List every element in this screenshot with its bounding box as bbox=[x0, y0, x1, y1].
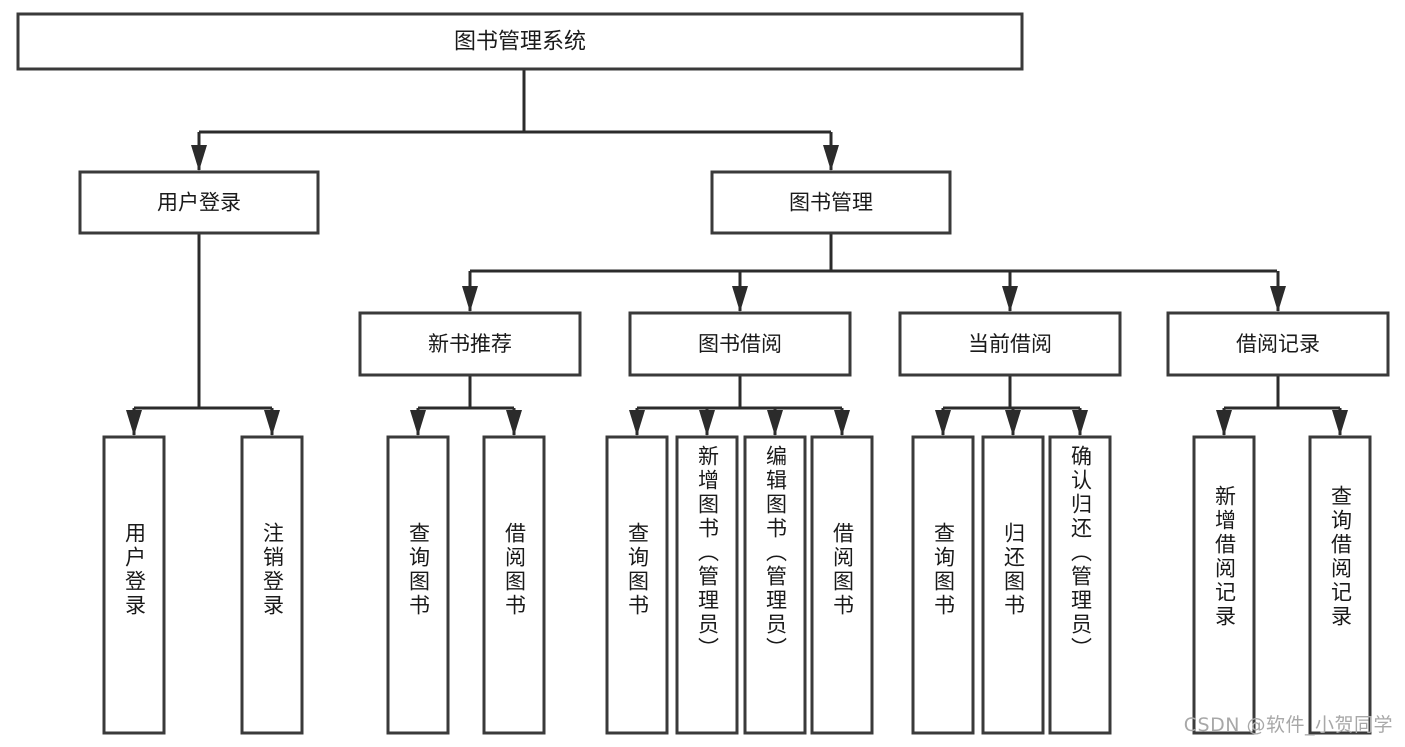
node-box-leaf-return-book bbox=[981, 435, 1045, 735]
node-leaf-query-book-2[interactable] bbox=[605, 435, 669, 735]
node-borrow-record[interactable]: 借阅记录 bbox=[1166, 311, 1390, 377]
node-leaf-query-book-1[interactable] bbox=[386, 435, 450, 735]
arrow-head-icon-leaf-borrow-book-2 bbox=[834, 410, 850, 436]
arrow-head-icon-leaf-query-book-3 bbox=[935, 410, 951, 436]
node-label-book-manage: 图书管理 bbox=[789, 191, 873, 215]
arrow-head-icon-leaf-borrow-book-1 bbox=[506, 410, 522, 436]
watermark: CSDN @软件_小贺同学 bbox=[1183, 714, 1393, 736]
node-leaf-return-book[interactable] bbox=[981, 435, 1045, 735]
node-leaf-confirm-return[interactable] bbox=[1048, 435, 1112, 735]
node-box-book-manage bbox=[710, 170, 952, 235]
node-user-login[interactable]: 用户登录 bbox=[78, 170, 320, 235]
node-new-book-rec[interactable]: 新书推荐 bbox=[358, 311, 582, 377]
node-box-leaf-confirm-return bbox=[1048, 435, 1112, 735]
arrow-head-icon-borrow-record bbox=[1270, 286, 1286, 312]
node-root[interactable]: 图书管理系统 bbox=[16, 12, 1024, 71]
node-box-leaf-add-book bbox=[675, 435, 739, 735]
node-box-borrow-record bbox=[1166, 311, 1390, 377]
node-box-book-borrow bbox=[628, 311, 852, 377]
arrow-head-icon-leaf-add-book bbox=[699, 410, 715, 436]
arrow-head-icon-leaf-query-book-2 bbox=[629, 410, 645, 436]
arrow-head-icon-leaf-query-book-1 bbox=[410, 410, 426, 436]
node-label-new-book-rec: 新书推荐 bbox=[428, 332, 512, 356]
node-box-leaf-query-book-3 bbox=[911, 435, 975, 735]
arrow-head-icon-book-manage bbox=[823, 145, 839, 171]
node-leaf-borrow-book-1[interactable] bbox=[482, 435, 546, 735]
node-box-leaf-query-book-1 bbox=[386, 435, 450, 735]
node-book-borrow[interactable]: 图书借阅 bbox=[628, 311, 852, 377]
node-box-new-book-rec bbox=[358, 311, 582, 377]
node-box-leaf-query-book-2 bbox=[605, 435, 669, 735]
arrow-head-icon-current-borrow bbox=[1002, 286, 1018, 312]
node-leaf-add-record[interactable] bbox=[1192, 435, 1256, 735]
node-label-book-borrow: 图书借阅 bbox=[698, 332, 782, 356]
node-current-borrow[interactable]: 当前借阅 bbox=[898, 311, 1122, 377]
node-leaf-query-record[interactable] bbox=[1308, 435, 1372, 735]
arrow-head-icon-leaf-query-record bbox=[1332, 410, 1348, 436]
node-label-current-borrow: 当前借阅 bbox=[968, 332, 1052, 356]
node-box-root bbox=[16, 12, 1024, 71]
arrow-head-icon-leaf-logout bbox=[264, 410, 280, 436]
arrow-head-icon-leaf-edit-book bbox=[767, 410, 783, 436]
node-label-user-login: 用户登录 bbox=[157, 191, 241, 215]
node-leaf-user-login[interactable] bbox=[102, 435, 166, 735]
node-leaf-query-book-3[interactable] bbox=[911, 435, 975, 735]
node-box-leaf-logout bbox=[240, 435, 304, 735]
node-box-leaf-add-record bbox=[1192, 435, 1256, 735]
node-leaf-logout[interactable] bbox=[240, 435, 304, 735]
arrow-head-icon-new-book-rec bbox=[462, 286, 478, 312]
node-box-leaf-edit-book bbox=[743, 435, 807, 735]
arrow-head-icon-leaf-add-record bbox=[1216, 410, 1232, 436]
node-box-leaf-user-login bbox=[102, 435, 166, 735]
node-box-current-borrow bbox=[898, 311, 1122, 377]
node-label-borrow-record: 借阅记录 bbox=[1236, 332, 1320, 356]
node-box-leaf-query-record bbox=[1308, 435, 1372, 735]
node-leaf-edit-book[interactable] bbox=[743, 435, 807, 735]
arrow-head-icon-leaf-user-login bbox=[126, 410, 142, 436]
node-leaf-borrow-book-2[interactable] bbox=[810, 435, 874, 735]
arrow-head-icon-user-login bbox=[191, 145, 207, 171]
node-box-user-login bbox=[78, 170, 320, 235]
node-box-leaf-borrow-book-1 bbox=[482, 435, 546, 735]
node-leaf-add-book[interactable] bbox=[675, 435, 739, 735]
arrow-head-icon-leaf-return-book bbox=[1005, 410, 1021, 436]
node-label-root: 图书管理系统 bbox=[454, 30, 586, 55]
arrow-head-icon-leaf-confirm-return bbox=[1072, 410, 1088, 436]
node-box-leaf-borrow-book-2 bbox=[810, 435, 874, 735]
arrow-head-icon-book-borrow bbox=[732, 286, 748, 312]
node-book-manage[interactable]: 图书管理 bbox=[710, 170, 952, 235]
